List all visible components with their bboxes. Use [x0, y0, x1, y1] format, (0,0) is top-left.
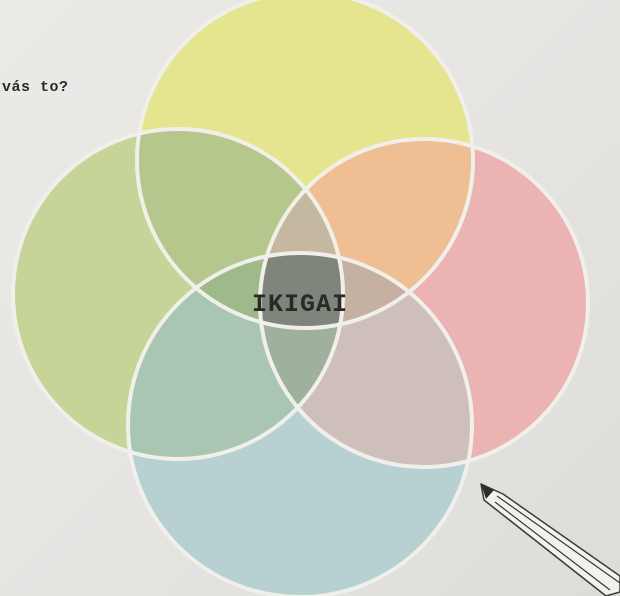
pencil-icon [481, 484, 620, 596]
ikigai-center-label: IKIGAI [252, 290, 348, 319]
